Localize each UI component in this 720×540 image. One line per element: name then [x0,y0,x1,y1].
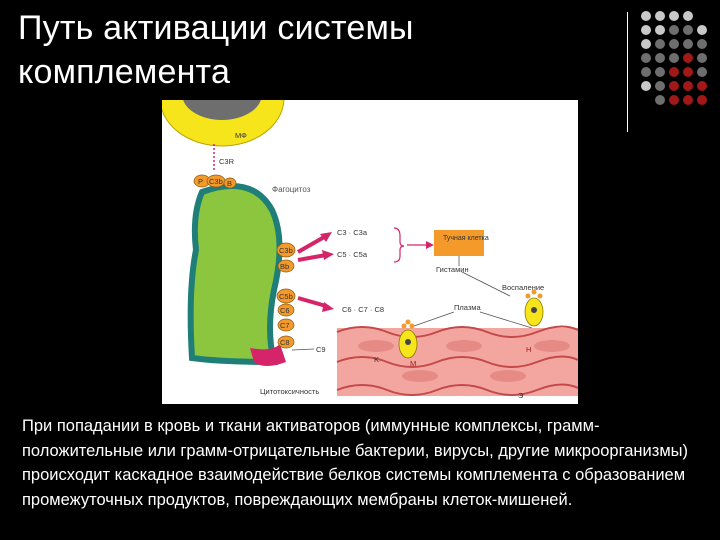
c7-label: C7 [280,321,290,330]
activation-arrows [297,232,334,312]
c678-label: C6 · C7 · C8 [342,305,384,314]
histamine-link [461,271,511,297]
histamine-label: Гистамин [436,265,469,274]
b-top-label: B [227,179,232,188]
c3-c5-bracket [393,227,405,263]
slide-caption: При попадании в кровь и ткани активаторо… [22,417,689,509]
cytotoxicity-label: Цитотоксичность [260,387,319,396]
c3b-top-label: C3b [209,177,223,186]
phagocytosis-label: Фагоцитоз [272,185,311,194]
decorative-dot-grid [641,11,707,105]
p-label: P [198,177,203,186]
top-receptor-beads [193,174,237,189]
c9-label: C9 [316,345,326,354]
n-label: H [526,345,531,354]
mast-arrowhead [426,241,434,249]
blood-vessel [336,325,578,396]
macrophage-cell [162,100,285,147]
slide-title-line-2: комплемента [18,53,231,91]
c9-link [291,348,315,351]
yellow-cell-right [524,289,544,327]
m-label: M [410,359,416,368]
yellow-cell-left [398,319,418,359]
c3r-label: C3R [219,157,235,166]
inflammation-label: Воспаление [502,283,544,292]
mast-cell-box [434,230,484,256]
c8-label: C8 [280,338,290,347]
k-label: K [374,355,379,364]
c3b-label: C3b [279,246,293,255]
c3-row-label: C3 · C3a [337,228,368,237]
slide-title-line-1: Путь активации системы [18,9,414,47]
c5b-label: C5b [279,292,293,301]
mast-cell-label: Тучная клетка [443,235,489,242]
complement-pathway-figure: МФ C3R P C3b B Фагоцитоз C3b Bb C5b [162,100,578,404]
e-label: Э [518,391,524,400]
c6-label: C6 [280,306,290,315]
slide-title: Путь активации системы комплемента [18,6,618,94]
bb-label: Bb [280,262,289,271]
mf-label: МФ [235,131,247,140]
plasma-label: Плазма [454,303,481,312]
side-receptor-beads [276,242,296,349]
plasma-arrows [413,311,533,329]
phagocyte-cell [187,183,286,366]
c5-row-label: C5 · C5a [337,250,368,259]
title-divider-line [627,12,628,132]
